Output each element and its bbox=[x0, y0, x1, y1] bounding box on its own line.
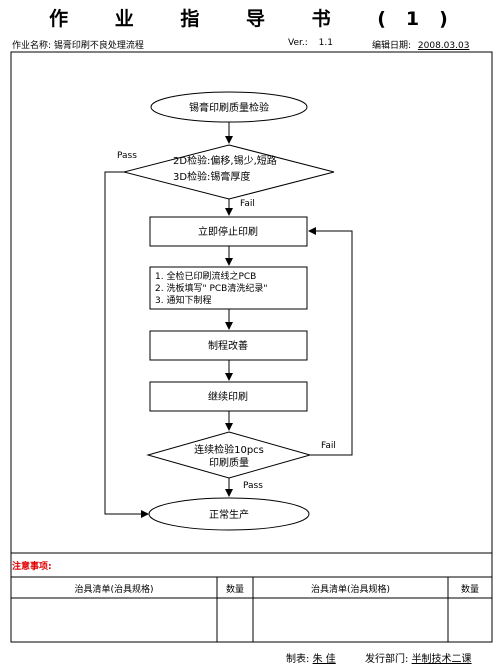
table-header-fixture-2: 治具清单(治具规格) bbox=[310, 585, 391, 595]
pass-path bbox=[104, 171, 149, 518]
decision-2-line1: 连续检验10pcs bbox=[194, 443, 264, 456]
table-header-qty-2: 数量 bbox=[460, 585, 479, 595]
step-check-line2: 2. 洗板填写" PCB清洗纪录" bbox=[155, 282, 267, 294]
step-continue-text: 继续印刷 bbox=[208, 390, 248, 403]
decision-2-line2: 印刷质量 bbox=[209, 457, 249, 469]
version-value: 1.1 bbox=[318, 38, 333, 48]
table-header-qty-1: 数量 bbox=[225, 585, 244, 595]
date-value: 2008.03.03 bbox=[417, 41, 470, 51]
date-line: 编辑日期: 2008.03.03 bbox=[372, 38, 469, 51]
decision-1-line2: 3D检验:锡膏厚度 bbox=[173, 170, 250, 183]
table-header-fixture-1: 治具清单(治具规格) bbox=[74, 585, 154, 595]
dept-label: 发行部门: bbox=[365, 654, 409, 665]
work-name-line: 作业名称: 锡膏印刷不良处理流程 bbox=[12, 38, 144, 51]
version-label: Ver.: bbox=[288, 38, 308, 48]
end-node bbox=[148, 497, 310, 531]
work-name-label: 作业名称: bbox=[12, 41, 52, 51]
pass-label-1: Pass bbox=[117, 151, 137, 161]
step-check-line3: 3. 通知下制程 bbox=[155, 294, 211, 306]
notes-label: 注意事项: bbox=[12, 562, 52, 572]
end-text: 正常生产 bbox=[209, 508, 249, 521]
step-check-line1: 1. 全检已印刷流线之PCB bbox=[155, 270, 256, 282]
start-text: 锡膏印刷质量检验 bbox=[189, 101, 269, 114]
maker-label: 制表: bbox=[286, 654, 310, 665]
fail-label-1: Fail bbox=[240, 199, 255, 209]
work-name-value: 锡膏印刷不良处理流程 bbox=[53, 41, 144, 51]
date-label: 编辑日期: bbox=[372, 41, 412, 51]
document-title: 作 业 指 导 书 (1) bbox=[49, 8, 468, 30]
version-line: Ver.: 1.1 bbox=[288, 38, 333, 48]
outer-frame bbox=[10, 51, 493, 643]
pass-label-2: Pass bbox=[243, 481, 263, 491]
step-improve-text: 制程改善 bbox=[208, 339, 248, 352]
maker-value: 朱 佳 bbox=[312, 654, 336, 665]
step-check-box bbox=[149, 266, 308, 310]
decision-1-line1: 2D检验:偏移,锡少,短路 bbox=[173, 154, 277, 167]
fail-loop-path bbox=[308, 227, 353, 456]
dept-value: 半制技术二课 bbox=[411, 654, 472, 665]
dept-line: 发行部门: 半制技术二课 bbox=[365, 650, 472, 665]
fail-label-2: Fail bbox=[321, 441, 336, 451]
maker-line: 制表: 朱 佳 bbox=[286, 650, 336, 665]
step-stop-text: 立即停止印刷 bbox=[198, 225, 258, 238]
